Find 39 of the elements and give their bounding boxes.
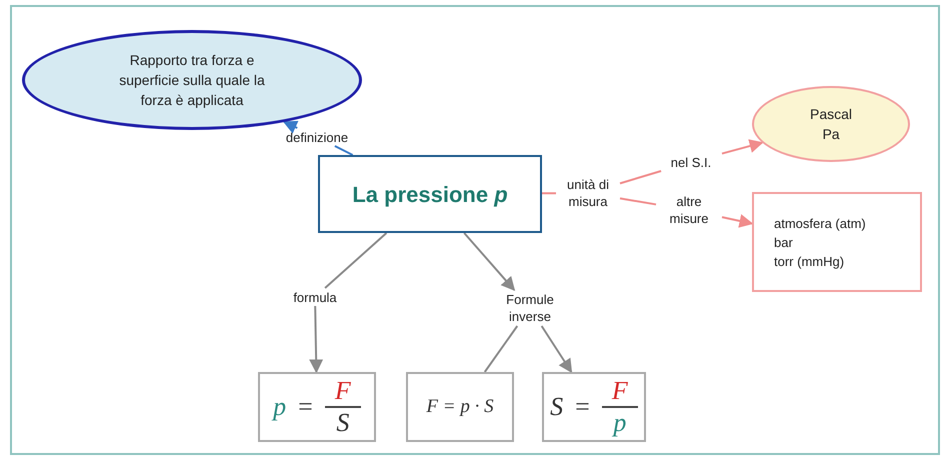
formula-box [542,372,646,442]
unit-text: Pa [822,125,840,144]
arrow [309,306,324,374]
definition-text: Rapporto tra forza e superficie sulla quale la forza è applicata [118,51,266,110]
formula-symbol: S [336,408,350,438]
link-label: Formule inverse [494,290,566,326]
formula-text: F = p · S [426,394,494,419]
link-label: definizione [272,128,362,146]
connector-line [324,232,388,289]
arrow [722,139,764,155]
formula-symbol: = [575,392,590,422]
formula-symbol: S [550,392,564,422]
link-label: altre misure [656,192,722,228]
connector-line [484,325,518,373]
arrow [282,120,299,134]
formula-box [258,372,376,442]
connector-line [334,145,354,156]
unit-text: bar [774,234,794,252]
concept-title: La pressione p [352,180,508,209]
formula-box [406,372,514,442]
link-label: unità di misura [556,176,620,210]
formula-symbol: p [613,408,626,438]
link-label: nel S.I. [660,153,722,171]
connector-line [620,170,662,184]
arrow [463,232,516,292]
connector-line [542,192,556,194]
formula-symbol: F [334,376,351,406]
unit-text: atmosfera (atm) [774,214,867,232]
link-label: formula [284,288,346,306]
unit-text: Pascal [810,105,852,124]
concept-box [318,155,542,233]
arrow [540,325,572,374]
unit-text: torr (mmHg) [774,252,846,270]
units-box [752,192,922,292]
arrow [722,214,754,228]
formula-symbol: F [612,376,628,406]
formula-symbol: p [273,392,286,422]
connector-line [620,197,656,206]
formula-symbol: = [298,392,313,422]
